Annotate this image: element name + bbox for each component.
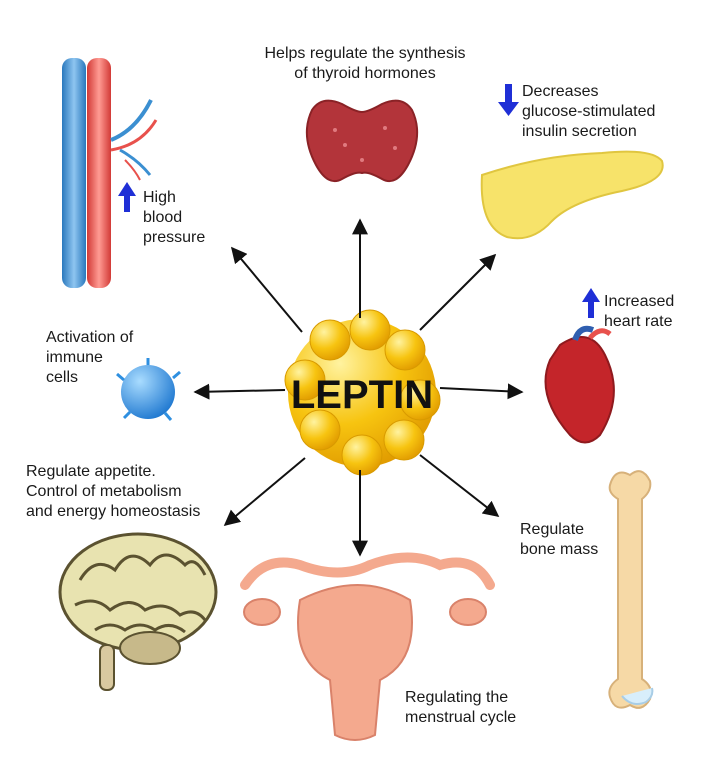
- bone-illustration: [608, 470, 654, 709]
- arrow-to-heart: [439, 383, 524, 400]
- pancreas-illustration: [480, 150, 664, 240]
- blood-vessels-illustration: [62, 58, 158, 288]
- label-menstrual: Regulating the menstrual cycle: [405, 689, 517, 726]
- uterus-illustration: [240, 552, 495, 741]
- thyroid-illustration: [305, 99, 419, 183]
- arrow-to-bone: [419, 454, 500, 517]
- leptin-title: LEPTIN: [291, 373, 433, 417]
- heart-illustration: [544, 325, 615, 444]
- label-insulin: Decreases glucose-stimulated insulin sec…: [522, 83, 656, 140]
- indicator-up-heart-rate-icon: [582, 288, 600, 318]
- arrow-to-pancreas: [419, 253, 497, 331]
- arrows: [193, 218, 524, 557]
- indicator-up-blood-pressure-icon: [118, 182, 136, 212]
- leptin-cluster: LEPTIN: [284, 309, 441, 476]
- arrow-to-brain: [223, 457, 306, 527]
- brain-illustration: [58, 532, 218, 691]
- label-thyroid: Helps regulate the synthesis of thyroid …: [264, 45, 466, 82]
- indicator-down-insulin-icon: [498, 84, 519, 116]
- label-bone-mass: Regulate bone mass: [520, 521, 599, 558]
- arrow-to-immune: [193, 383, 286, 400]
- label-immune: Activation of immune cells: [46, 329, 134, 386]
- label-heart-rate: Increased heart rate: [604, 293, 675, 330]
- immune-cell-illustration: [116, 358, 181, 421]
- label-blood-pressure: High blood pressure: [143, 189, 206, 246]
- arrow-to-blood-vessels: [230, 246, 303, 333]
- label-appetite: Regulate appetite. Control of metabolism…: [26, 463, 201, 520]
